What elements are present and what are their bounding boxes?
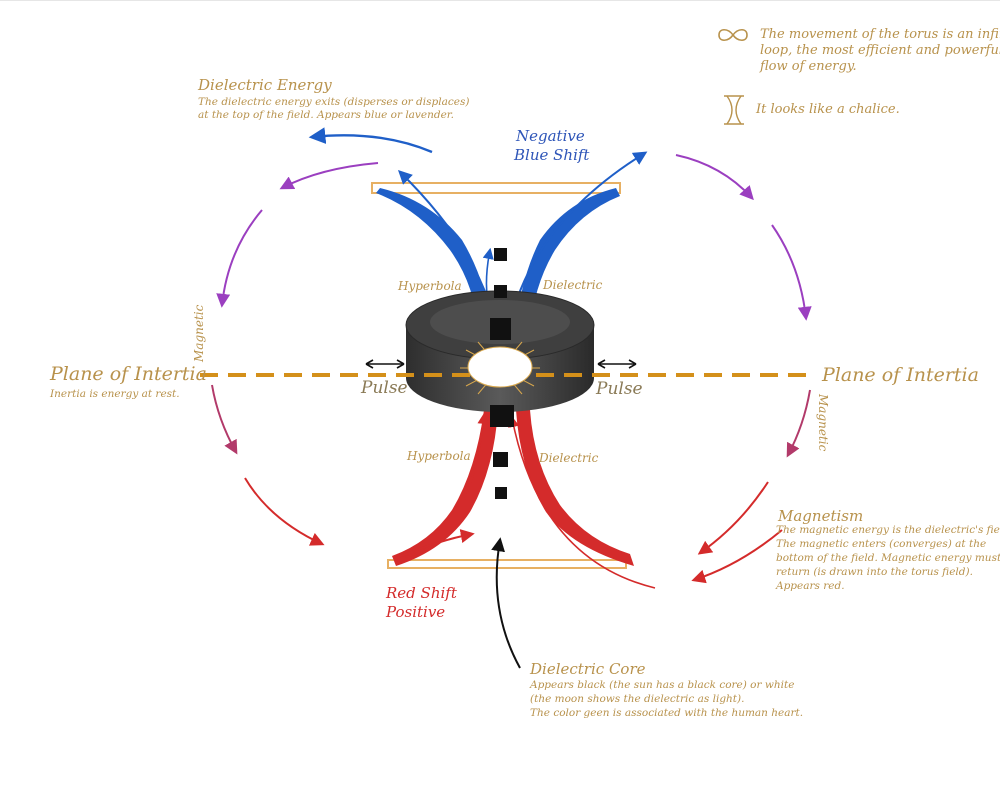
blue-shift-label: Blue Shift <box>514 146 590 164</box>
red-hyperbola-left <box>392 410 498 566</box>
dielectric-energy-line-1: The dielectric energy exits (disperses o… <box>198 96 470 108</box>
pulse-left-label: Pulse <box>361 378 408 398</box>
infinity-icon <box>718 28 748 42</box>
dielectric-energy-title: Dielectric Energy <box>198 76 332 94</box>
red-hyperbola-right <box>516 410 634 566</box>
top-border <box>0 0 1000 1</box>
hyperbola-top-label: Hyperbola <box>398 279 462 293</box>
loop-arrow-left-lower <box>211 384 238 455</box>
torus-core <box>467 346 533 388</box>
dielectric-core-line-2: (the moon shows the dielectric as light)… <box>530 693 745 705</box>
positive-label: Positive <box>386 603 446 621</box>
plane-of-inertia-left-sub: Inertia is energy at rest. <box>50 388 180 400</box>
loop-arrow-bottom-right-1 <box>697 481 769 555</box>
magnetism-line-4: return (is drawn into the torus field). <box>776 566 973 578</box>
top-chalice-rim <box>371 182 621 194</box>
magnetism-line-5: Appears red. <box>776 580 845 592</box>
dielectric-core-arrow <box>491 537 521 669</box>
pulse-right-label: Pulse <box>596 379 643 399</box>
dielectric-top-label: Dielectric <box>543 278 603 292</box>
magnetic-left-label: Magnetic <box>192 304 206 362</box>
dielectric-bottom-label: Dielectric <box>539 451 599 465</box>
dielectric-core-line-3: The color geen is associated with the hu… <box>530 707 804 719</box>
magnetism-line-2: The magnetic enters (converges) at the <box>776 538 987 550</box>
red-arrow-right <box>508 415 656 589</box>
dielectric-core-line-1: Appears black (the sun has a black core)… <box>530 679 795 691</box>
red-arrow-bottom-left <box>395 529 475 559</box>
loop-arrow-right-lower <box>786 389 811 458</box>
dielectric-core-title: Dielectric Core <box>530 660 646 678</box>
red-arrow-left <box>404 412 489 558</box>
infinity-note-line-3: flow of energy. <box>760 59 857 74</box>
plane-of-inertia-left-title: Plane of Intertia <box>50 363 207 385</box>
pulse-arrow-right <box>597 359 637 369</box>
magnetism-line-3: bottom of the field. Magnetic energy mus… <box>776 552 1000 564</box>
dielectric-energy-line-2: at the top of the field. Appears blue or… <box>198 109 454 121</box>
loop-arrow-top-right <box>675 154 754 201</box>
dielectric-core-blocks <box>490 248 514 499</box>
plane-of-inertia-right-title: Plane of Intertia <box>822 364 979 386</box>
loop-arrow-bottom-right-2 <box>691 529 783 584</box>
loop-arrow-bottom-left <box>244 477 325 546</box>
infinity-note-line-2: loop, the most efficient and powerful <box>760 43 1000 58</box>
blue-arrow-top <box>308 127 433 154</box>
loop-arrow-left-upper <box>216 209 263 308</box>
negative-label: Negative <box>516 127 585 145</box>
bottom-chalice-rim <box>387 559 627 569</box>
pulse-arrow-left <box>365 359 405 369</box>
loop-arrow-right-upper <box>771 224 812 321</box>
magnetic-right-label: Magnetic <box>816 394 830 452</box>
magnetism-line-1: The magnetic energy is the dielectric's … <box>776 524 1000 536</box>
red-shift-label: Red Shift <box>386 584 457 602</box>
hyperbola-bottom-label: Hyperbola <box>407 449 471 463</box>
chalice-icon <box>724 95 744 125</box>
infinity-note-line-1: The movement of the torus is an infinite <box>760 27 1000 42</box>
magnetism-title: Magnetism <box>778 507 864 525</box>
chalice-note: It looks like a chalice. <box>756 102 900 117</box>
loop-arrow-top-left <box>279 162 379 190</box>
